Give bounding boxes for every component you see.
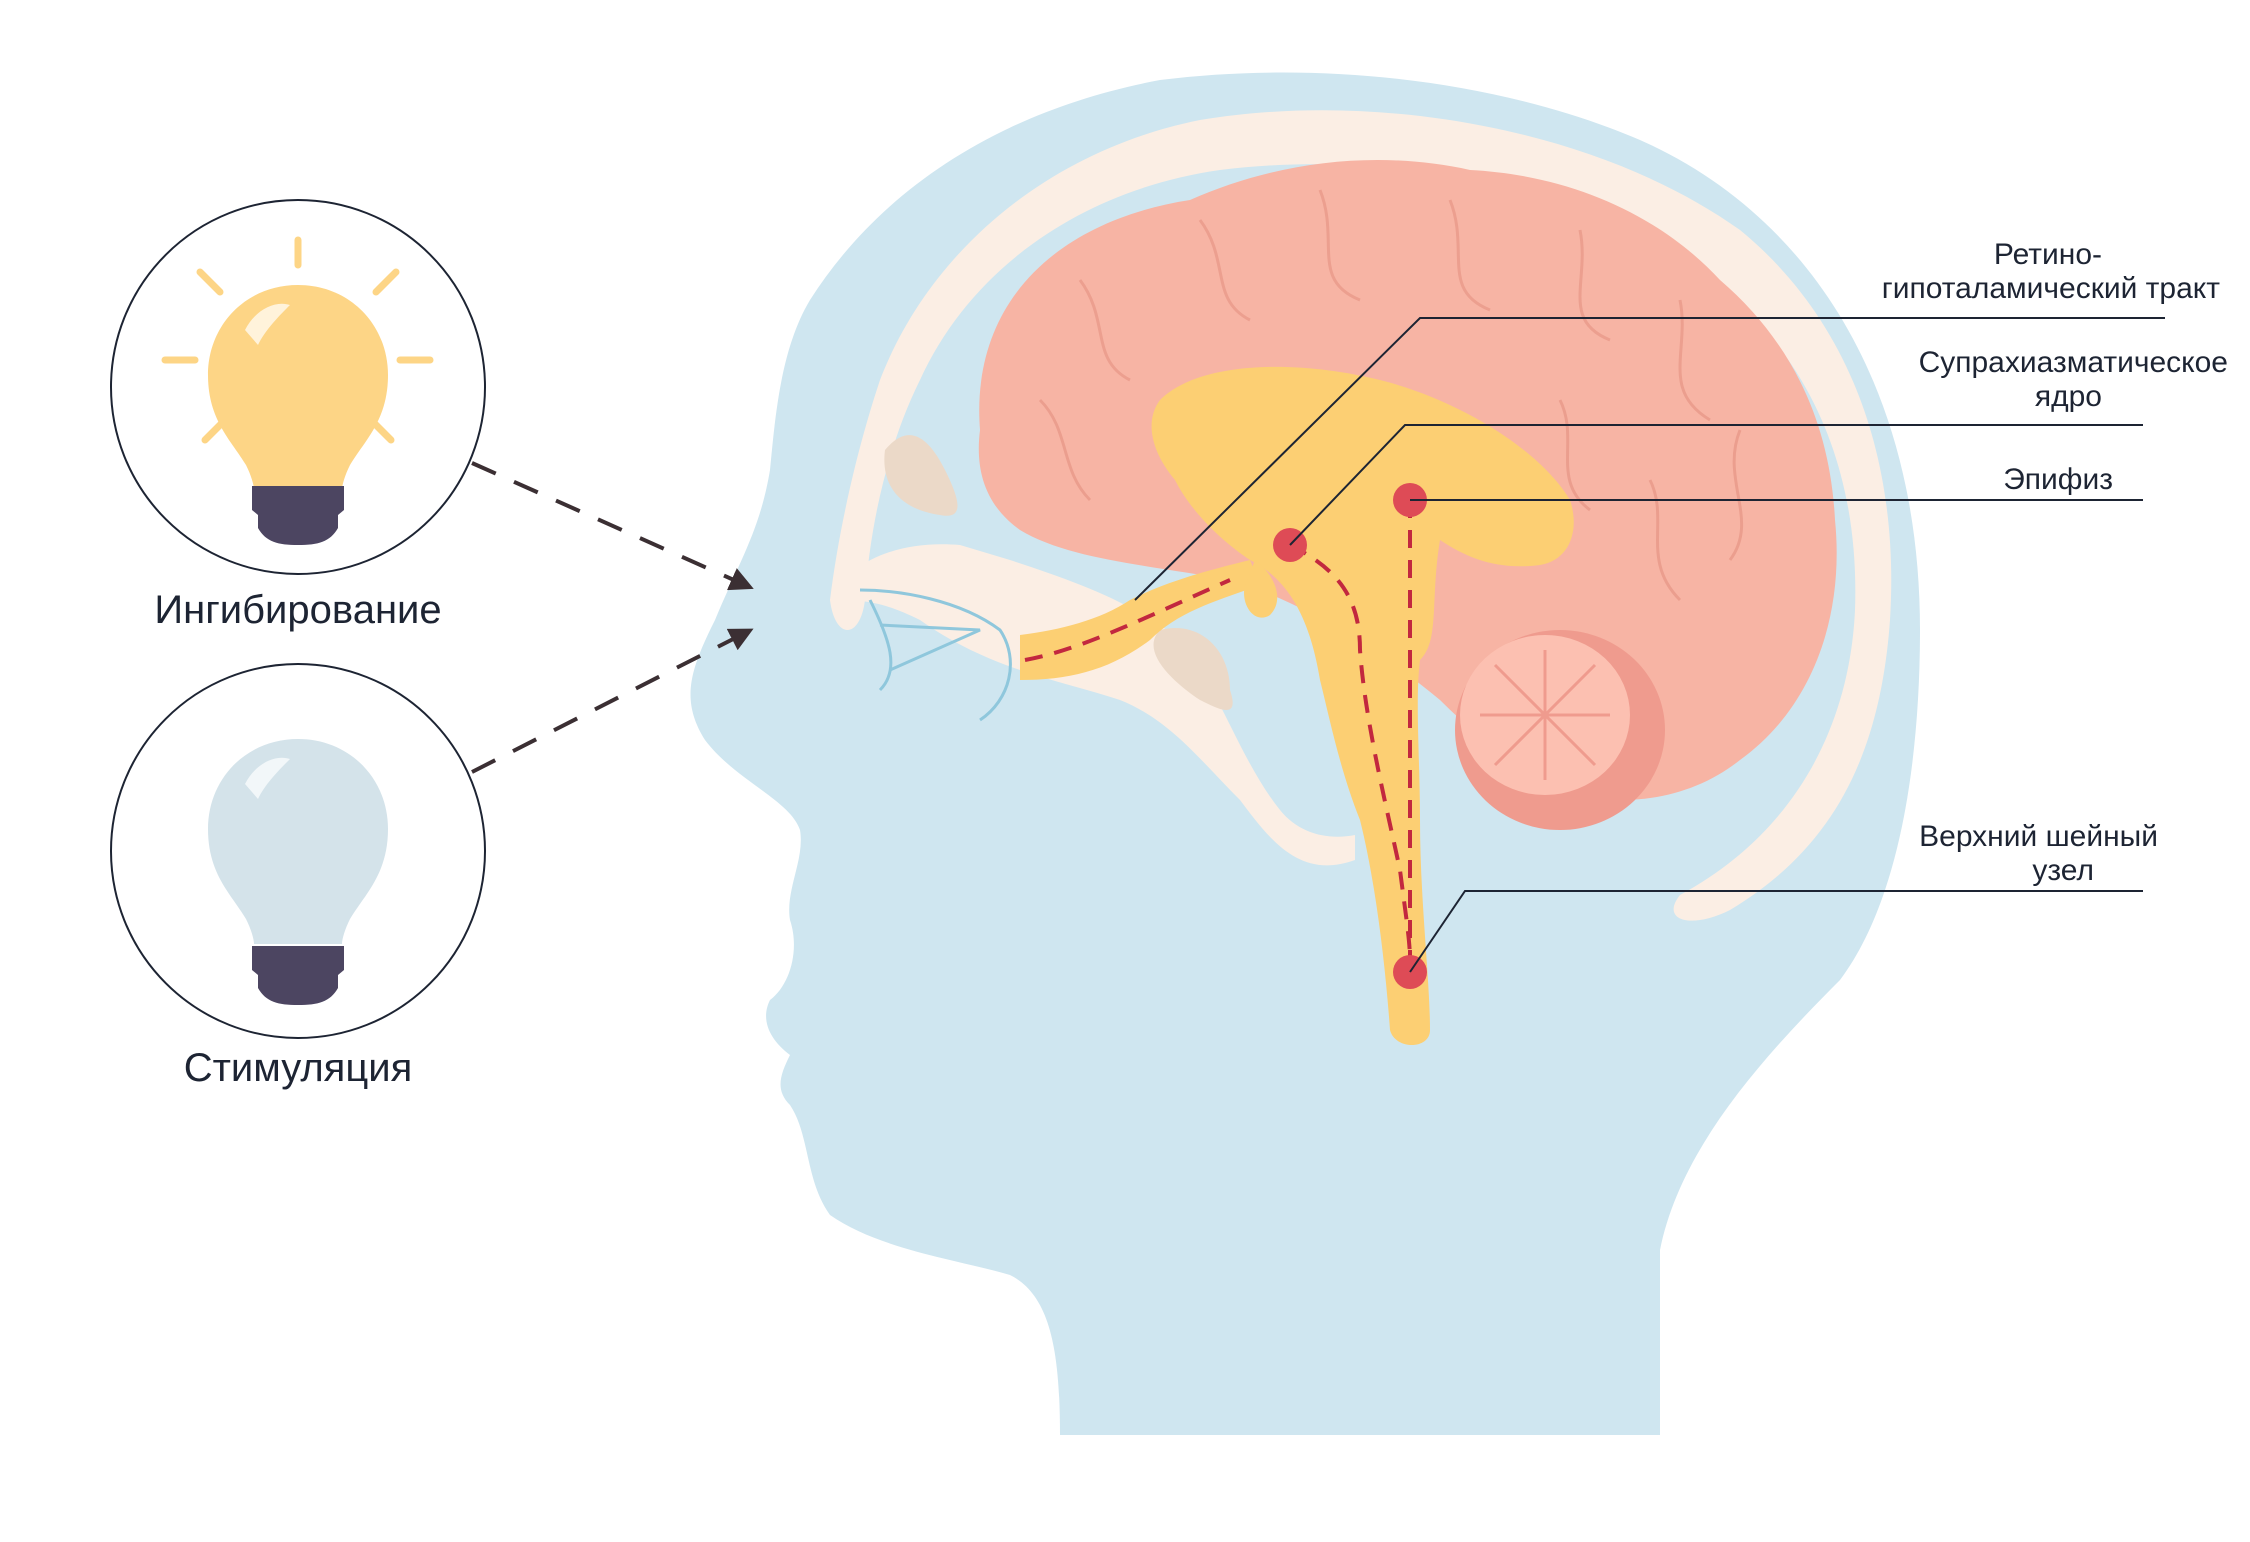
- unlit-bulb-icon: [208, 739, 388, 1005]
- brain-folds: [1038, 189, 1744, 602]
- lit-bulb-icon: [161, 236, 434, 545]
- cerebellum: [1455, 630, 1665, 830]
- label-scn-line1: Супрахиазматическое: [1918, 346, 2228, 379]
- facial-bone: [830, 544, 1355, 866]
- label-pineal: Эпифиз: [2003, 463, 2113, 497]
- skull: [830, 110, 1892, 921]
- eye-icon: [859, 588, 1012, 722]
- label-sup-cervical: Верхний шейный узел: [1919, 820, 2158, 888]
- inhibition-label: Ингибирование: [154, 588, 442, 632]
- leader-scn: [1289, 424, 2143, 546]
- leader-lines: [1134, 317, 2165, 973]
- label-sup-cervical-line1: Верхний шейный: [1919, 820, 2158, 853]
- sphenoid: [1153, 628, 1233, 710]
- arrow-inhibition: [471, 461, 754, 591]
- label-pineal-line1: Эпифиз: [2003, 463, 2113, 496]
- neural-path: [1024, 500, 1412, 961]
- brainstem: [1151, 366, 1574, 1045]
- label-retino-tract: Ретино- гипоталамический тракт: [1882, 238, 2220, 306]
- arrows: [471, 461, 754, 774]
- sinus: [884, 435, 958, 516]
- arrow-stimulation: [471, 628, 754, 774]
- stimulation-label: Стимуляция: [183, 1046, 413, 1090]
- leader-retino: [1134, 317, 2165, 601]
- pituitary: [1244, 560, 1278, 618]
- label-retino-line1: Ретино-: [1993, 238, 2102, 271]
- leader-ganglion: [1409, 890, 2143, 973]
- label-scn: Супрахиазматическое ядро: [1919, 346, 2228, 414]
- label-scn-line2: ядро: [2034, 380, 2102, 413]
- label-sup-cervical-line2: узел: [2032, 854, 2094, 887]
- label-retino-line2: гипоталамический тракт: [1881, 272, 2220, 305]
